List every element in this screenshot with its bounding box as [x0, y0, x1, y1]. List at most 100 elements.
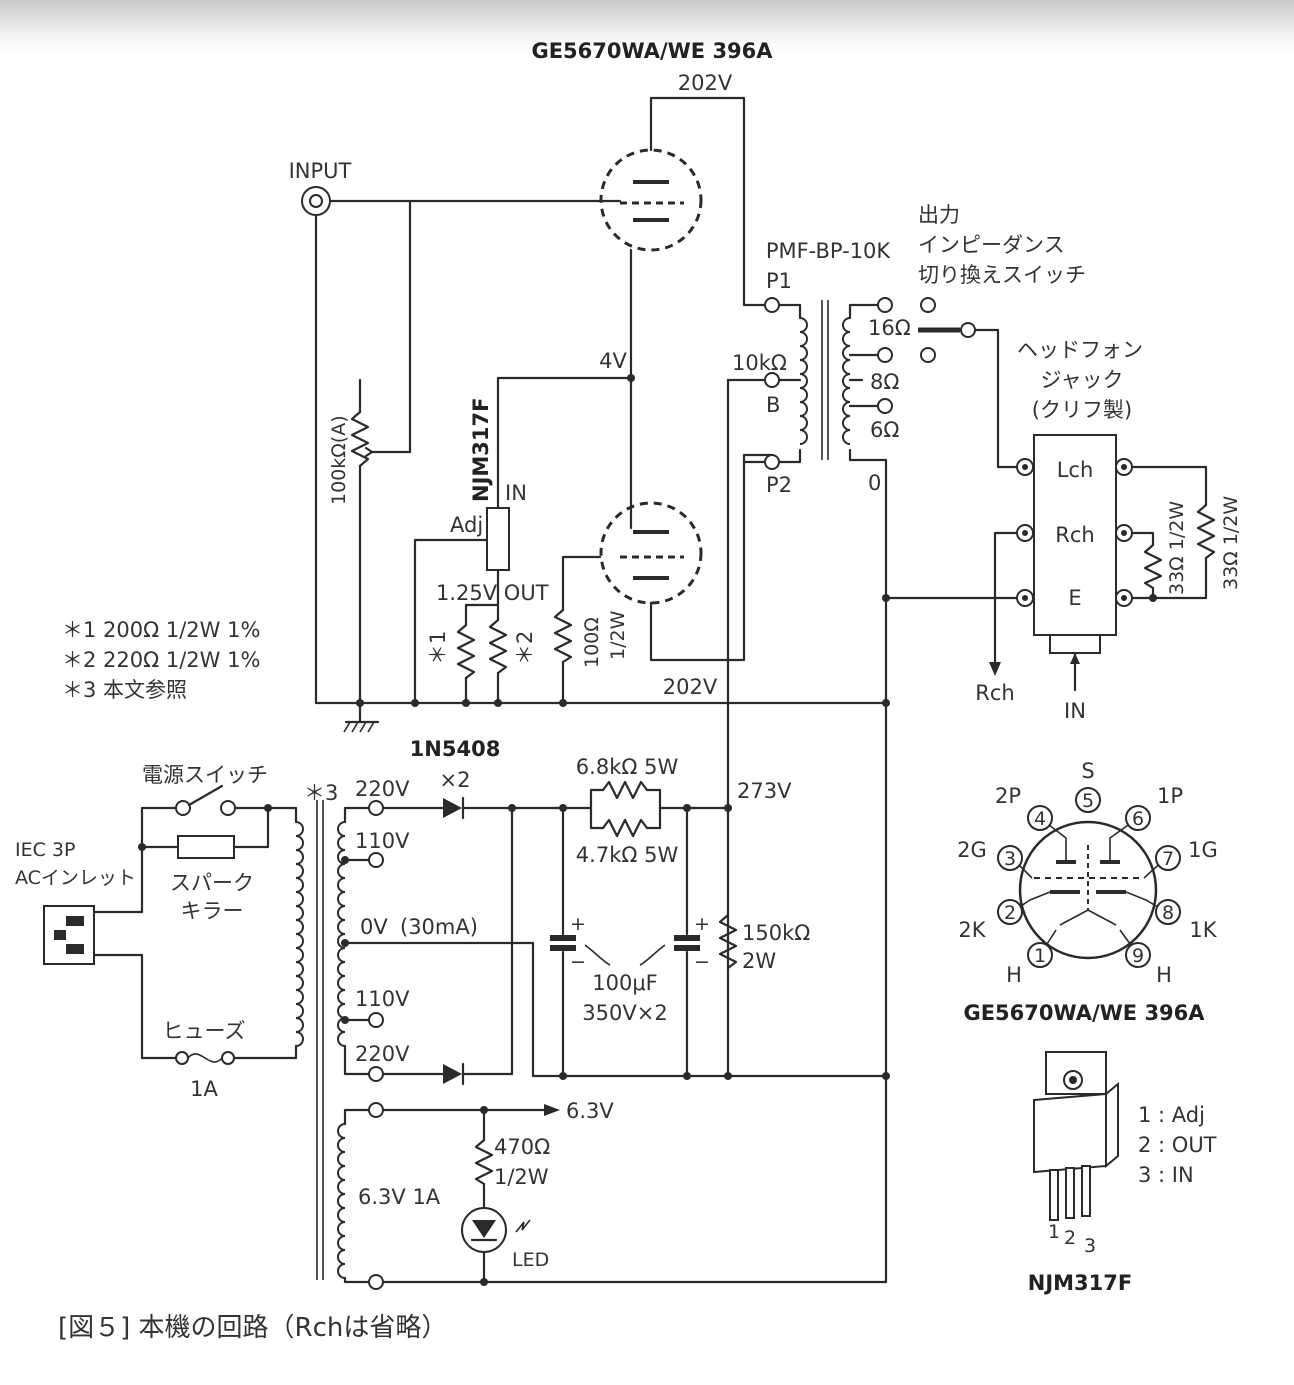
impedance-switch[interactable] — [918, 322, 976, 338]
spark-killer-label-2: キラー — [181, 899, 244, 923]
reg-legend-3: 3 : IN — [1138, 1163, 1194, 1187]
led-resistor: 470Ω — [494, 1135, 550, 1159]
heater-coil — [337, 1123, 346, 1279]
b-label: B — [766, 393, 780, 417]
pt-primary-coil — [295, 821, 304, 1047]
jack-label-3: (クリフ製) — [1032, 398, 1132, 422]
p2-label: P2 — [766, 473, 792, 497]
tap-0v: 0V — [360, 915, 388, 939]
r-4k7: 4.7kΩ 5W — [576, 843, 679, 867]
cap2-minus: − — [694, 951, 710, 973]
switch-label-2: インピーダンス — [918, 233, 1065, 257]
ot-secondary-coil — [842, 317, 851, 445]
p1-label: P1 — [766, 269, 792, 293]
pin-num-8: 8 — [1162, 902, 1174, 924]
input-jack[interactable] — [301, 186, 331, 216]
reg-pin-2: 2 — [1064, 1227, 1076, 1249]
diode-label: 1N5408 — [410, 737, 501, 761]
filter-cap-2 — [674, 935, 700, 951]
cap1-plus: + — [570, 913, 586, 935]
spark-killer-label-1: スパーク — [170, 871, 254, 895]
tap-220-bottom: 220V — [355, 1042, 410, 1066]
power-switch-label: 電源スイッチ — [142, 763, 268, 787]
led-label: LED — [512, 1249, 549, 1271]
pin-label-1k: 1K — [1189, 918, 1217, 942]
tube-title: GE5670WA/WE 396A — [531, 39, 773, 63]
cap-rating: 350V×2 — [582, 1001, 667, 1025]
regulator-name: NJM317F — [469, 398, 493, 502]
heater-winding-label: 6.3V 1A — [358, 1185, 441, 1209]
diode-top — [443, 796, 465, 820]
inlet-label-2: ACインレット — [15, 867, 136, 889]
pin-num-4: 4 — [1034, 808, 1046, 830]
b-voltage: 273V — [737, 779, 792, 803]
top-shadow — [0, 0, 1294, 52]
plate-voltage-bottom: 202V — [663, 675, 718, 699]
cap2-plus: + — [694, 913, 710, 935]
pin-label-2k: 2K — [958, 918, 986, 942]
ot-primary-coil — [799, 317, 808, 445]
tap-220-top: 220V — [355, 777, 410, 801]
note-2: ＊2 220Ω 1/2W 1% — [62, 648, 260, 672]
cathode-voltage: 4V — [599, 349, 627, 373]
regulator-pinout-title: NJM317F — [1028, 1271, 1132, 1295]
tap-6: 6Ω — [870, 418, 899, 442]
regulator-in-label: IN — [505, 481, 527, 505]
jack-rch-arrow: Rch — [975, 681, 1014, 705]
volume-label: 100kΩ(A) — [328, 415, 350, 505]
tap-0: 0 — [868, 471, 881, 495]
fuse-label: ヒューズ — [163, 1019, 246, 1043]
switch-label-3: 切り換えスイッチ — [918, 263, 1086, 287]
diode-bottom — [443, 1062, 465, 1086]
r2-label: ＊2 — [513, 631, 537, 665]
pin-num-6: 6 — [1132, 808, 1144, 830]
pin-label-s: S — [1081, 759, 1094, 783]
plate-voltage-top: 202V — [678, 71, 733, 95]
note-3: ＊3 本文参照 — [62, 678, 187, 702]
reg-legend-2: 2 : OUT — [1138, 1133, 1217, 1157]
jack-pin-lch: Lch — [1057, 458, 1094, 482]
pinout-title: GE5670WA/WE 396A — [963, 1001, 1205, 1025]
tube-pinout — [997, 787, 1181, 968]
pin-label-1g: 1G — [1188, 838, 1218, 862]
ground-symbol — [343, 720, 380, 733]
tube-lower — [599, 501, 703, 605]
reg-pin-3: 3 — [1084, 1235, 1096, 1257]
pin-num-5: 5 — [1082, 790, 1094, 812]
r-6k8: 6.8kΩ 5W — [576, 755, 679, 779]
primary-impedance: 10kΩ — [732, 351, 787, 375]
power-switch[interactable] — [175, 784, 236, 816]
pin-num-2: 2 — [1004, 902, 1016, 924]
pt-secondary-coil — [337, 821, 346, 1047]
r1-label: ＊1 — [426, 631, 450, 665]
tap-110-bottom: 110V — [355, 987, 410, 1011]
fuse — [175, 1051, 235, 1065]
cap1-minus: − — [570, 951, 586, 973]
ac-inlet[interactable] — [43, 905, 95, 965]
led-resistor-power: 1/2W — [494, 1165, 549, 1189]
bleeder-power: 2W — [742, 949, 776, 973]
jack-label-1: ヘッドフォン — [1017, 338, 1143, 362]
pin-label-2p: 2P — [995, 784, 1021, 808]
pin-num-3: 3 — [1004, 848, 1016, 870]
note-1: ＊1 200Ω 1/2W 1% — [62, 618, 260, 642]
tap-16: 16Ω — [868, 316, 911, 340]
spark-killer — [177, 835, 235, 859]
jack-label-2: ジャック — [1041, 368, 1124, 392]
output-transformer-name: PMF-BP-10K — [766, 239, 892, 263]
inlet-label-1: IEC 3P — [15, 839, 75, 861]
transformer-note: ＊3 — [304, 781, 338, 805]
tap-current: (30mA) — [400, 915, 478, 939]
reg-legend-1: 1 : Adj — [1138, 1103, 1205, 1127]
load-resistor-l: 33Ω 1/2W — [1220, 496, 1242, 590]
bleeder-value: 150kΩ — [742, 921, 810, 945]
regulator-adj-label: Adj — [450, 513, 483, 537]
regulator-package — [1033, 1051, 1119, 1221]
filter-cap-1 — [550, 935, 576, 951]
grid-resistor-power: 1/2W — [607, 610, 629, 660]
jack-pin-e: E — [1068, 586, 1081, 610]
jack-pin-rch: Rch — [1055, 523, 1094, 547]
figure-caption: [図５] 本機の回路（Rchは省略） — [58, 1313, 447, 1343]
led — [461, 1207, 531, 1253]
